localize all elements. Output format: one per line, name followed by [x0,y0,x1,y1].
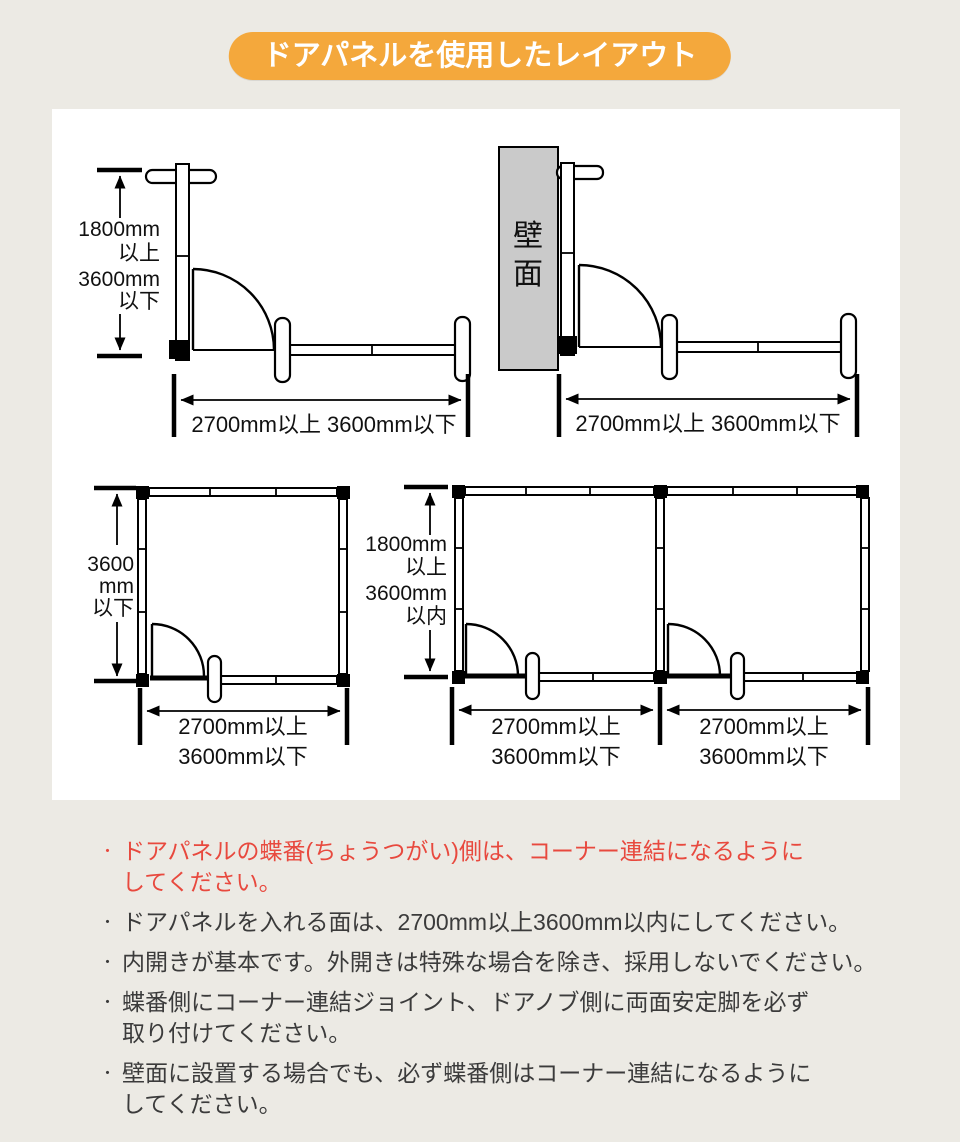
panel-wall-top [148,487,338,497]
note-item-inward-opening: ・ 内開きが基本です。外開きは特殊な場合を除き、採用しないでください。 [100,947,900,978]
dimension-label: 2700mm以上 3600mm以下 [575,411,840,436]
panel-wall-left [454,497,464,672]
dimension-label: mm [99,575,134,598]
note-text: 内開きが基本です。外開きは特殊な場合を除き、採用しないでください。 [122,949,877,975]
diagram-wall-mounted-layout: 壁 面 [498,146,860,437]
stabilizer-foot [524,651,541,701]
stabilizer-foot [453,315,472,383]
bullet-marker: ・ [100,1065,116,1082]
door-swing-arc [667,622,722,677]
dimension-label: 以下 [92,597,134,620]
layout-diagrams: 1800mm 以上 3600mm 以下 [78,146,871,769]
dimension-label: 2700mm以上 [491,714,621,739]
door-swing-arc [465,622,520,677]
note-text: 蝶番側にコーナー連結ジョイント、ドアノブ側に両面安定脚を必ず 取り付けてください… [122,989,810,1046]
dimension-label: 3600mm以下 [491,744,621,769]
corner-joint [337,674,350,687]
side-panel-run [282,344,467,356]
corner-joint [337,486,350,499]
door-assembly [150,622,223,704]
dimension-label: 3600mm以下 [699,744,829,769]
door-swing-arc [578,263,663,348]
note-item-wall-installation: ・ 壁面に設置する場合でも、必ず蝶番側はコーナー連結になるように してください。 [100,1058,900,1120]
stabilizer-foot [839,312,858,380]
stabilizer-foot [660,313,679,381]
door-panel-side [175,163,190,361]
note-item-joint-and-foot: ・ 蝶番側にコーナー連結ジョイント、ドアノブ側に両面安定脚を必ず 取り付けてくだ… [100,987,900,1049]
dimension-label: 2700mm以上 [178,714,308,739]
door-assembly-room2 [666,622,746,701]
note-text: ドアパネルの蝶番(ちょうつがい)側は、コーナー連結になるように してください。 [122,838,804,895]
dimension-label: 2700mm以上 3600mm以下 [191,412,456,437]
corner-joint [136,674,149,687]
corner-joint [654,485,667,498]
width-dimension: 2700mm以上 3600mm以下 [171,374,471,437]
corner-joint [856,485,869,498]
panel-wall-top-room2 [666,486,860,496]
page-title: ドアパネルを使用したレイアウト [228,32,732,80]
width-dimension-room2: 2700mm以上 3600mm以下 [666,687,871,769]
height-dimension: 3600 mm 以下 [87,485,136,684]
height-dimension: 1800mm 以上 3600mm 以内 [365,484,448,680]
stabilizer-foot [206,654,223,704]
room-walls [452,485,870,684]
corner-joint [856,671,869,684]
dimension-label: 3600mm [365,582,447,605]
note-text: ドアパネルを入れる面は、2700mm以上3600mm以内にしてください。 [122,909,852,935]
corner-joint [558,336,577,354]
bullet-marker: ・ [100,994,116,1011]
corner-joint [169,340,190,359]
panel-wall-bottom [220,675,338,685]
panel-run [555,162,858,381]
width-dimension: 2700mm以上 3600mm以下 [137,688,350,769]
notes-list: ・ ドアパネルの蝶番(ちょうつがい)側は、コーナー連結になるように してください… [100,836,900,1129]
wall-surface-label: 壁 [513,220,543,253]
dimension-label: 以上 [118,242,160,265]
dimension-label: 1800mm [365,533,447,556]
dimension-label: 3600mm [78,268,160,291]
door-assembly-room1 [464,622,541,701]
diagram-panel: 1800mm 以上 3600mm 以下 [52,109,900,800]
note-item-door-face-size: ・ ドアパネルを入れる面は、2700mm以上3600mm以内にしてください。 [100,907,900,938]
bullet-marker: ・ [100,843,116,860]
door-panel-side [560,162,575,356]
corner-joint [654,671,667,684]
dimension-label: 3600 [87,553,134,576]
panel-wall-top-room1 [464,486,655,496]
bullet-marker: ・ [100,954,116,971]
dimension-label: 3600mm以下 [178,744,308,769]
panel-wall-right [338,498,348,675]
height-dimension: 1800mm 以上 3600mm 以下 [78,167,160,359]
width-dimension-room1: 2700mm以上 3600mm以下 [449,687,663,769]
dimension-label: 以下 [118,290,160,313]
dimension-label: 以上 [405,556,447,579]
dimension-label: 以内 [405,605,447,628]
panel-run [144,163,472,384]
dimension-label: 2700mm以上 [699,714,829,739]
room-walls [136,486,350,687]
width-dimension: 2700mm以上 3600mm以下 [556,374,860,437]
corner-joint [136,486,149,499]
side-panel-run [669,341,856,353]
door-swing-arc [151,622,206,677]
panel-wall-right [860,497,870,672]
door-swing-arc [192,267,276,351]
panel-wall-middle [655,497,665,672]
wall-surface [498,146,559,371]
bullet-marker: ・ [100,914,116,931]
diagram-single-room-layout: 3600 mm 以下 2700mm以上 3600mm以下 [87,485,350,769]
stabilizer-foot [729,651,746,701]
diagram-straight-layout: 1800mm 以上 3600mm 以下 [78,163,472,437]
diagram-double-room-layout: 1800mm 以上 3600mm 以内 2700mm以上 3600mm以下 27… [365,484,871,769]
note-text: 壁面に設置する場合でも、必ず蝶番側はコーナー連結になるように してください。 [122,1060,812,1117]
stabilizer-foot [273,316,292,384]
panel-wall-left [137,498,147,675]
corner-joint [452,485,465,498]
note-item-hinge-corner: ・ ドアパネルの蝶番(ちょうつがい)側は、コーナー連結になるように してください… [100,836,900,898]
panel-wall-bottom-room2 [736,672,860,682]
wall-surface-label: 面 [513,258,543,291]
corner-joint [452,671,465,684]
dimension-label: 1800mm [78,218,160,241]
